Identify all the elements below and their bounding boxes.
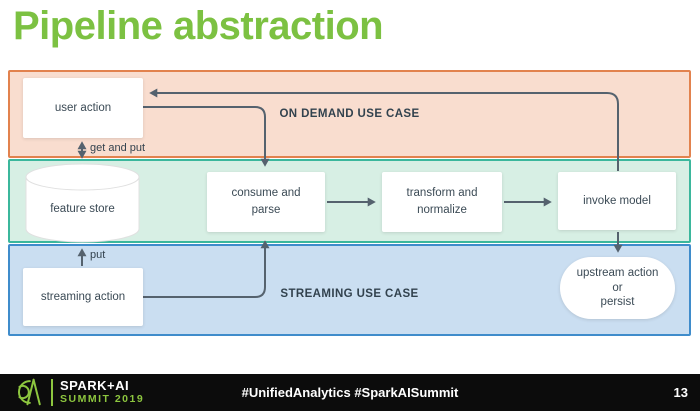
node-upstream-action-or-persist: upstream action or persist (560, 257, 675, 319)
brand-block: SPARK+AI SUMMIT 2019 (10, 377, 144, 407)
node-invoke-model: invoke model (558, 172, 676, 230)
node-streaming-action: streaming action (23, 268, 143, 326)
footer-hashtags: #UnifiedAnalytics #SparkAISummit (241, 385, 459, 400)
spark-ai-summit-logo-icon (18, 378, 41, 406)
footer-bar: SPARK+AI SUMMIT 2019 #UnifiedAnalytics #… (0, 374, 700, 411)
page-number: 13 (673, 385, 688, 400)
feature-store-cylinder-icon (25, 163, 140, 243)
brand-name: SPARK+AI (60, 377, 130, 393)
node-consume-and-parse: consume and parse (207, 172, 325, 232)
streaming-label: STREAMING USE CASE (280, 288, 419, 300)
on-demand-label: ON DEMAND USE CASE (279, 108, 420, 120)
brand-year: SUMMIT 2019 (60, 393, 145, 406)
brand-text: SPARK+AI SUMMIT 2019 (51, 377, 145, 406)
node-user-action: user action (23, 78, 143, 138)
node-feature-store: feature store (50, 203, 115, 215)
node-transform-and-normalize: transform and normalize (382, 172, 502, 232)
page-title: Pipeline abstraction (13, 4, 384, 48)
edge-label-get-and-put: get and put (90, 142, 146, 154)
edge-label-put: put (90, 249, 106, 261)
